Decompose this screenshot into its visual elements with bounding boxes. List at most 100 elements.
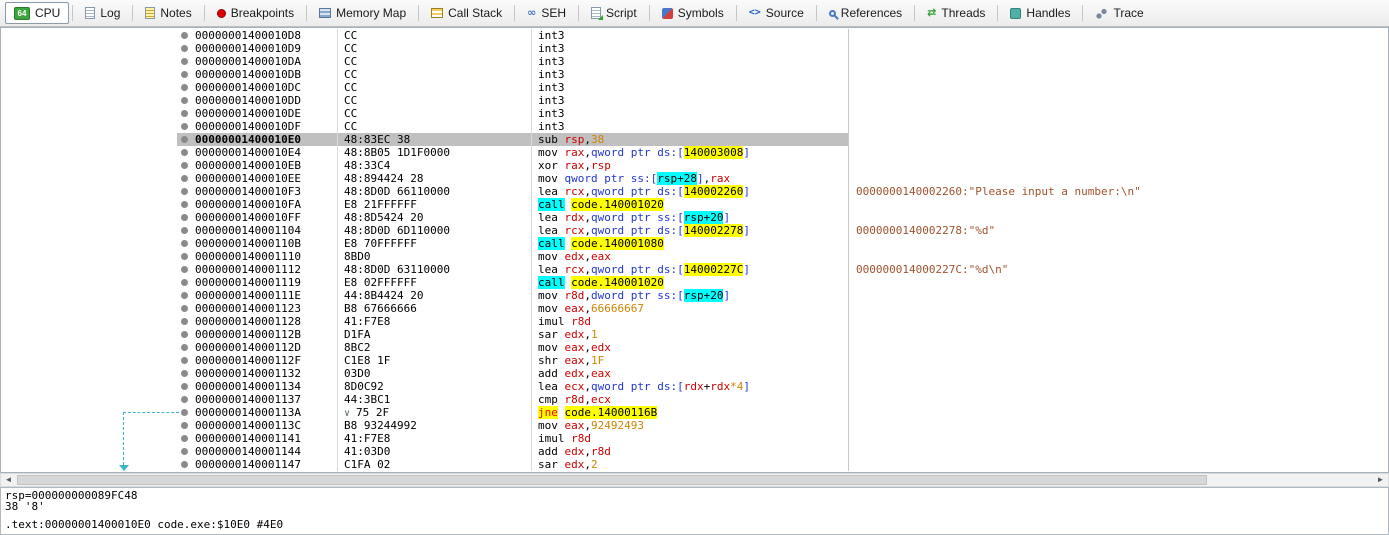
disasm-row[interactable]: 000000014000113CB8 93244992mov eax,92492… — [1, 419, 1388, 432]
breakpoint-dot-icon[interactable] — [181, 409, 188, 416]
disasm-row[interactable]: 0000000140001119E8 02FFFFFFcall code.140… — [1, 276, 1388, 289]
disasm-row[interactable]: 00000001400010E448:8B05 1D1F0000mov rax,… — [1, 146, 1388, 159]
tab-threads[interactable]: ⇄Threads — [918, 2, 994, 24]
address-cell: 0000000140001123 — [194, 302, 338, 315]
jump-line-vertical — [123, 412, 124, 465]
breakpoint-dot-icon[interactable] — [181, 123, 188, 130]
breakpoint-dot-icon[interactable] — [181, 305, 188, 312]
breakpoints-icon — [217, 9, 226, 18]
disasm-row[interactable]: 000000014000112BD1FAsar edx,1 — [1, 328, 1388, 341]
breakpoint-dot-icon[interactable] — [181, 292, 188, 299]
disasm-row[interactable]: 000000014000111248:8D0D 63110000lea rcx,… — [1, 263, 1388, 276]
disasm-row[interactable]: 000000014000112D8BC2mov eax,edx — [1, 341, 1388, 354]
disasm-row[interactable]: 000000014000112FC1E8 1Fshr eax,1F — [1, 354, 1388, 367]
tab-separator — [578, 5, 579, 21]
breakpoint-dot-icon[interactable] — [181, 370, 188, 377]
memory-map-icon — [319, 8, 331, 18]
tab-seh[interactable]: ∞SEH — [518, 2, 575, 24]
scrollbar-thumb[interactable] — [17, 475, 1207, 485]
bytes-cell: 8D0C92 — [338, 380, 532, 393]
breakpoint-dot-icon[interactable] — [181, 448, 188, 455]
disasm-row[interactable]: 000000014000110BE8 70FFFFFFcall code.140… — [1, 237, 1388, 250]
tab-script[interactable]: Script — [582, 2, 646, 24]
breakpoint-dot-icon[interactable] — [181, 162, 188, 169]
disasm-row[interactable]: 000000014000114141:F7E8imul r8d — [1, 432, 1388, 445]
jump-arrow-gutter — [1, 302, 177, 315]
breakpoint-dot-icon[interactable] — [181, 149, 188, 156]
disasm-row[interactable]: 00000001400010DDCCint3 — [1, 94, 1388, 107]
breakpoint-dot-icon[interactable] — [181, 97, 188, 104]
breakpoint-dot-icon[interactable] — [181, 84, 188, 91]
disasm-row[interactable]: 00000001400010D9CCint3 — [1, 42, 1388, 55]
tab-source[interactable]: <>Source — [740, 2, 813, 24]
tab-log[interactable]: Log — [76, 2, 129, 24]
disasm-row[interactable]: 000000014000110448:8D0D 6D110000lea rcx,… — [1, 224, 1388, 237]
tab-label: Handles — [1026, 6, 1070, 20]
tab-label: References — [841, 6, 902, 20]
breakpoint-dot-icon[interactable] — [181, 58, 188, 65]
breakpoint-dot-icon[interactable] — [181, 331, 188, 338]
breakpoint-dot-icon[interactable] — [181, 240, 188, 247]
breakpoint-dot-icon[interactable] — [181, 266, 188, 273]
breakpoint-dot-icon[interactable] — [181, 383, 188, 390]
jump-arrow-gutter — [1, 393, 177, 406]
breakpoint-dot-icon[interactable] — [181, 32, 188, 39]
bytes-cell: 48:8D5424 20 — [338, 211, 532, 224]
breakpoint-dot-icon[interactable] — [181, 279, 188, 286]
instruction-cell: imul r8d — [532, 432, 849, 445]
disasm-row[interactable]: 000000014000114441:03D0add edx,r8d — [1, 445, 1388, 458]
tab-symbols[interactable]: Symbols — [653, 2, 733, 24]
disasm-row[interactable]: 0000000140001123B8 67666666mov eax,66666… — [1, 302, 1388, 315]
horizontal-scrollbar[interactable]: ◄ ► — [0, 473, 1389, 487]
breakpoint-dot-icon[interactable] — [181, 253, 188, 260]
breakpoint-dot-icon[interactable] — [181, 201, 188, 208]
disasm-row[interactable]: 000000014000112841:F7E8imul r8d — [1, 315, 1388, 328]
tab-breakpoints[interactable]: Breakpoints — [208, 2, 303, 24]
tab-notes[interactable]: Notes — [136, 2, 200, 24]
bytes-cell: E8 21FFFFFF — [338, 198, 532, 211]
breakpoint-dot-icon[interactable] — [181, 71, 188, 78]
disasm-row[interactable]: 00000001400010E048:83EC 38sub rsp,38 — [1, 133, 1388, 146]
tab-memory-map[interactable]: Memory Map — [310, 2, 415, 24]
breakpoint-dot-icon[interactable] — [181, 422, 188, 429]
breakpoint-dot-icon[interactable] — [181, 136, 188, 143]
disasm-row[interactable]: 000000014000111E44:8B4424 20mov r8d,dwor… — [1, 289, 1388, 302]
disasm-row[interactable]: 00000001400010FAE8 21FFFFFFcall code.140… — [1, 198, 1388, 211]
disasm-row[interactable]: 000000014000113A∨ 75 2Fjne code.14000116… — [1, 406, 1388, 419]
disasm-row[interactable]: 000000014000113744:3BC1cmp r8d,ecx — [1, 393, 1388, 406]
disasm-row[interactable]: 00000001400011108BD0mov edx,eax — [1, 250, 1388, 263]
disasm-row[interactable]: 00000001400010DCCCint3 — [1, 81, 1388, 94]
tab-trace[interactable]: Trace — [1086, 2, 1152, 24]
disasm-row[interactable]: 00000001400010DBCCint3 — [1, 68, 1388, 81]
disasm-row[interactable]: 00000001400010D8CCint3 — [1, 29, 1388, 42]
scroll-right-arrow-icon[interactable]: ► — [1373, 474, 1388, 486]
jump-arrow-gutter — [1, 146, 177, 159]
disasm-row[interactable]: 0000000140001147C1FA 02sar edx,2 — [1, 458, 1388, 471]
breakpoint-dot-icon[interactable] — [181, 396, 188, 403]
tab-references[interactable]: References — [820, 2, 911, 24]
breakpoint-dot-icon[interactable] — [181, 45, 188, 52]
breakpoint-dot-icon[interactable] — [181, 110, 188, 117]
breakpoint-dot-icon[interactable] — [181, 357, 188, 364]
breakpoint-dot-icon[interactable] — [181, 214, 188, 221]
breakpoint-dot-icon[interactable] — [181, 318, 188, 325]
disasm-row[interactable]: 00000001400010F348:8D0D 66110000lea rcx,… — [1, 185, 1388, 198]
tab-handles[interactable]: Handles — [1001, 2, 1079, 24]
breakpoint-dot-icon[interactable] — [181, 227, 188, 234]
breakpoint-dot-icon[interactable] — [181, 435, 188, 442]
breakpoint-dot-icon[interactable] — [181, 188, 188, 195]
breakpoint-dot-icon[interactable] — [181, 344, 188, 351]
disasm-row[interactable]: 00000001400010DACCint3 — [1, 55, 1388, 68]
breakpoint-dot-icon[interactable] — [181, 175, 188, 182]
disasm-row[interactable]: 00000001400010DFCCint3 — [1, 120, 1388, 133]
disasm-row[interactable]: 00000001400010FF48:8D5424 20lea rdx,qwor… — [1, 211, 1388, 224]
disasm-row[interactable]: 00000001400010DECCint3 — [1, 107, 1388, 120]
tab-cpu[interactable]: 64CPU — [5, 2, 69, 24]
disasm-row[interactable]: 00000001400010EE48:894424 28mov qword pt… — [1, 172, 1388, 185]
scroll-left-arrow-icon[interactable]: ◄ — [1, 474, 16, 486]
tab-call-stack[interactable]: Call Stack — [422, 2, 511, 24]
disasm-row[interactable]: 00000001400010EB48:33C4xor rax,rsp — [1, 159, 1388, 172]
disasm-row[interactable]: 00000001400011348D0C92lea ecx,qword ptr … — [1, 380, 1388, 393]
disasm-row[interactable]: 000000014000113203D0add edx,eax — [1, 367, 1388, 380]
breakpoint-dot-icon[interactable] — [181, 461, 188, 468]
